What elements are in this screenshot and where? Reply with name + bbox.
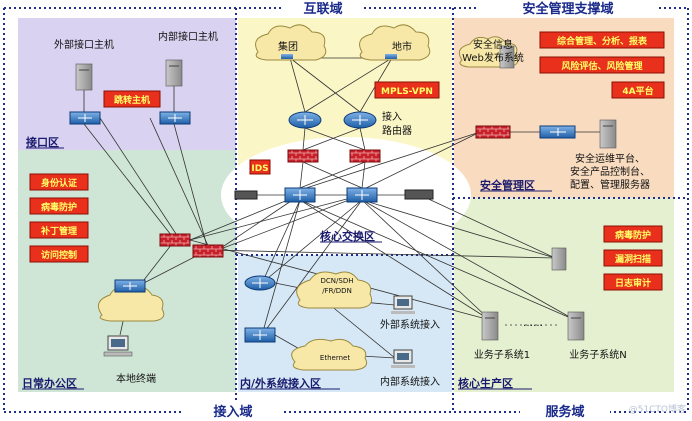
sec-web-label-2: Web发布系统 bbox=[462, 51, 524, 64]
firewall-office-lower bbox=[192, 244, 224, 258]
cloud-office bbox=[97, 286, 165, 322]
local-terminal-label: 本地终端 bbox=[116, 372, 156, 385]
external-system-access-label: 外部系统接入 bbox=[380, 318, 440, 331]
firewall-internet-right bbox=[349, 149, 381, 163]
tag-access-control: 访问控制 bbox=[29, 245, 89, 263]
zone-core-switch-label: 核心交换区 bbox=[320, 229, 375, 243]
zone-office-label: 日常办公区 bbox=[22, 376, 77, 390]
svg-text:风险评估、风险管理: 风险评估、风险管理 bbox=[561, 60, 642, 72]
svg-text:补丁管理: 补丁管理 bbox=[40, 225, 77, 237]
sec-web-label-1: 安全信息 bbox=[473, 38, 513, 51]
cloud-group-label: 集团 bbox=[278, 40, 298, 53]
router-access-zone bbox=[244, 275, 276, 291]
tag-antivirus: 病毒防护 bbox=[29, 197, 89, 215]
sec-platform-label-3: 配置、管理服务器 bbox=[570, 178, 650, 191]
zone-core-production-label: 核心生产区 bbox=[458, 376, 513, 390]
sec-platform-label-1: 安全运维平台、 bbox=[575, 152, 645, 165]
svg-text:综合管理、分析、报表: 综合管理、分析、报表 bbox=[557, 35, 648, 47]
svg-text:MPLS-VPN: MPLS-VPN bbox=[381, 87, 433, 97]
firewall-office-upper bbox=[159, 233, 191, 247]
cloud-city-label: 地市 bbox=[392, 40, 412, 53]
switch-security bbox=[539, 125, 576, 139]
svg-text:4A平台: 4A平台 bbox=[622, 85, 653, 97]
svg-text:跳转主机: 跳转主机 bbox=[114, 94, 150, 106]
tag-jump-host: 跳转主机 bbox=[103, 90, 161, 108]
server-business-subn bbox=[567, 311, 585, 341]
interface-zone bbox=[18, 18, 236, 150]
router-access-left bbox=[288, 111, 322, 129]
tag-risk-eval: 风险评估、风险管理 bbox=[539, 56, 665, 74]
access-router-label-2: 路由器 bbox=[382, 124, 412, 137]
tag-log-audit: 日志审计 bbox=[603, 273, 663, 291]
server-business-sub1 bbox=[481, 311, 499, 341]
domain-service-label: 服务域 bbox=[545, 404, 584, 420]
tag-mgmt-analysis: 综合管理、分析、报表 bbox=[539, 31, 665, 49]
watermark: @51CTO博客 bbox=[629, 403, 686, 415]
switch-core-left bbox=[284, 187, 316, 203]
firewall-security bbox=[475, 125, 511, 139]
business-sub1-label: 业务子系统1 bbox=[474, 348, 530, 361]
pc-external-system bbox=[391, 295, 415, 314]
tag-ids: IDS bbox=[249, 159, 271, 175]
cloud-dcn-label-1: DCN/SDH bbox=[321, 277, 354, 285]
cloud-dcn-label-2: /FR/DDN bbox=[322, 287, 352, 295]
cloud-ethernet-label: Ethernet bbox=[320, 354, 350, 362]
tag-mpls-vpn: MPLS-VPN bbox=[374, 81, 440, 99]
svg-text:日志审计: 日志审计 bbox=[615, 277, 651, 289]
external-host-label: 外部接口主机 bbox=[54, 38, 114, 51]
tag-4a-platform: 4A平台 bbox=[611, 81, 665, 99]
switch-office bbox=[114, 279, 146, 293]
domain-security-support-label: 安全管理支撑域 bbox=[522, 1, 613, 17]
svg-text:身份认证: 身份认证 bbox=[41, 177, 77, 189]
server-service-tools bbox=[551, 247, 567, 271]
internal-system-access-label: 内部系统接入 bbox=[380, 375, 440, 388]
svg-text:病毒防护: 病毒防护 bbox=[615, 229, 651, 241]
zone-internal-external-access-label: 内/外系统接入区 bbox=[240, 376, 321, 390]
switch-internal-interface bbox=[159, 111, 191, 125]
router-access-right bbox=[343, 111, 377, 129]
cloud-city bbox=[359, 24, 431, 61]
switch-core-side-right bbox=[404, 189, 434, 200]
server-security-platform bbox=[599, 119, 617, 149]
business-subn-label: 业务子系统N bbox=[569, 348, 626, 361]
sec-platform-label-2: 安全产品控制台、 bbox=[570, 165, 650, 178]
switch-core-right bbox=[346, 187, 378, 203]
svg-text:病毒防护: 病毒防护 bbox=[41, 201, 77, 213]
pc-internal-system bbox=[391, 349, 415, 368]
switch-external-interface bbox=[69, 111, 101, 125]
cloud-group bbox=[255, 24, 327, 61]
cloud-dcn bbox=[296, 271, 373, 309]
tag-svc-antivirus: 病毒防护 bbox=[603, 225, 663, 243]
server-web-publish bbox=[499, 45, 515, 69]
tag-vuln-scan: 漏洞扫描 bbox=[603, 249, 663, 267]
firewall-internet-left bbox=[287, 149, 319, 163]
pc-local-terminal bbox=[103, 335, 133, 357]
svg-text:漏洞扫描: 漏洞扫描 bbox=[615, 253, 651, 265]
svg-text:访问控制: 访问控制 bbox=[41, 249, 77, 261]
switch-core-side-left bbox=[234, 190, 258, 200]
cloud-ethernet bbox=[291, 338, 368, 371]
internal-host-label: 内部接口主机 bbox=[158, 30, 218, 43]
ellipsis-label: …… bbox=[523, 318, 543, 329]
svg-text:IDS: IDS bbox=[251, 164, 268, 174]
access-router-label-1: 接入 bbox=[382, 110, 402, 123]
zone-interface-label: 接口区 bbox=[26, 135, 59, 149]
tag-auth: 身份认证 bbox=[29, 173, 89, 191]
server-external-host bbox=[75, 63, 93, 91]
domain-internet-label: 互联域 bbox=[303, 1, 342, 17]
tag-patch: 补丁管理 bbox=[29, 221, 89, 239]
domain-access-label: 接入域 bbox=[213, 404, 252, 420]
server-internal-host bbox=[165, 59, 183, 87]
switch-access-bottom bbox=[244, 327, 276, 343]
zone-security-mgmt-label: 安全管理区 bbox=[480, 178, 535, 192]
